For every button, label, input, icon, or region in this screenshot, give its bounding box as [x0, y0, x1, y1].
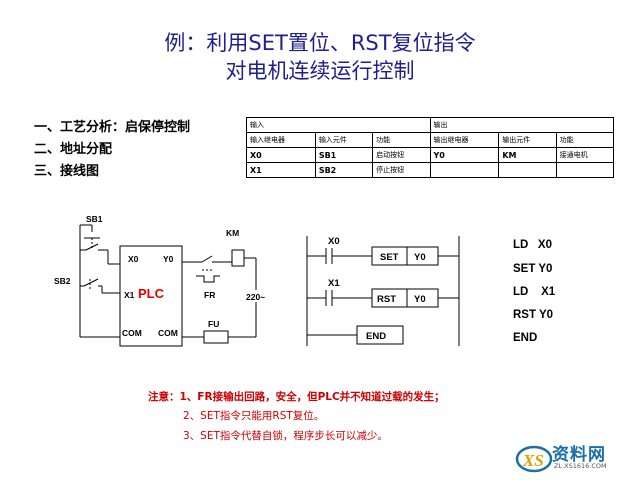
table-header-row: 输入继电器 输入元件 功能 输出继电器 输出元件 功能: [246, 132, 615, 148]
plc-label: PLC: [138, 286, 165, 301]
instruction-line: RST Y0: [513, 309, 553, 321]
com-left-label: COM: [122, 328, 142, 338]
watermark-logo: XS 资料网 ZL.XS1616.COM: [514, 437, 634, 477]
watermark-text: 资料网: [552, 445, 606, 465]
instruction-line: LD X0: [513, 239, 552, 251]
fr-label: FR: [204, 290, 215, 300]
outline-item-3: 三、接线图: [34, 164, 100, 179]
rst-label: RST: [377, 294, 396, 305]
end-instruction-box: [356, 325, 404, 345]
instruction-line: END: [513, 332, 537, 344]
plc-box: [119, 245, 183, 347]
com-right-label: COM: [158, 328, 178, 338]
km-coil: [231, 249, 245, 267]
y0-terminal: Y0: [163, 254, 174, 264]
table-row: X0 SB1 启动按钮 Y0 KM 接通电机: [246, 147, 615, 163]
note-1: 注意：1、FR接输出回路，安全，但PLC并不知道过载的发生；: [148, 391, 445, 403]
watermark-url: ZL.XS1616.COM: [554, 462, 607, 470]
instruction-list: LD X0 SET Y0 LD X1 RST Y0 END: [513, 239, 556, 344]
table-group-header-row: 输入 输出: [246, 117, 614, 133]
xs-logo-icon: XS: [515, 445, 553, 473]
instruction-line: LD X1: [513, 286, 556, 298]
end-label: END: [366, 331, 386, 342]
fu-fuse: [203, 330, 229, 344]
instruction-line: SET Y0: [513, 263, 552, 275]
sb2-label: SB2: [54, 276, 71, 286]
set-label: SET: [380, 252, 399, 263]
table-cell: 停止按钮: [372, 162, 431, 178]
note-2: 2、SET指令只能用RST复位。: [183, 410, 325, 422]
outline-item-2: 二、地址分配: [34, 142, 113, 157]
set-target: Y0: [414, 252, 426, 263]
km-label: KM: [226, 228, 239, 238]
x0-terminal: X0: [128, 254, 139, 264]
ladder-x1-label: X1: [328, 278, 340, 289]
fr-relay: [196, 275, 220, 283]
outline-item-1: 一、工艺分析：启保停控制: [34, 120, 191, 135]
ladder-diagram: [306, 236, 460, 346]
x1-terminal: X1: [124, 290, 135, 300]
voltage-label: 220~: [246, 292, 265, 302]
rst-target: Y0: [414, 294, 426, 305]
note-3: 3、SET指令代替自锁，程序步长可以减少。: [183, 430, 388, 442]
svg-text:XS: XS: [522, 451, 544, 470]
table-row: X1 SB2 停止按钮: [246, 162, 615, 178]
table-cell: 接通电机: [555, 147, 615, 163]
io-assignment-table: 输入 输出 输入继电器 输入元件 功能 输出继电器 输出元件 功能 X0 SB1…: [246, 117, 615, 178]
page-title: 例：利用SET置位、RST复位指令: [164, 31, 476, 55]
ladder-x0-label: X0: [328, 236, 340, 247]
wiring-diagram: [79, 224, 257, 347]
fu-label: FU: [208, 319, 219, 329]
sb2-contact: [83, 278, 99, 287]
table-cell: [555, 162, 615, 178]
sb1-label: SB1: [86, 214, 103, 224]
page-subtitle: 对电机连续运行控制: [225, 59, 415, 83]
